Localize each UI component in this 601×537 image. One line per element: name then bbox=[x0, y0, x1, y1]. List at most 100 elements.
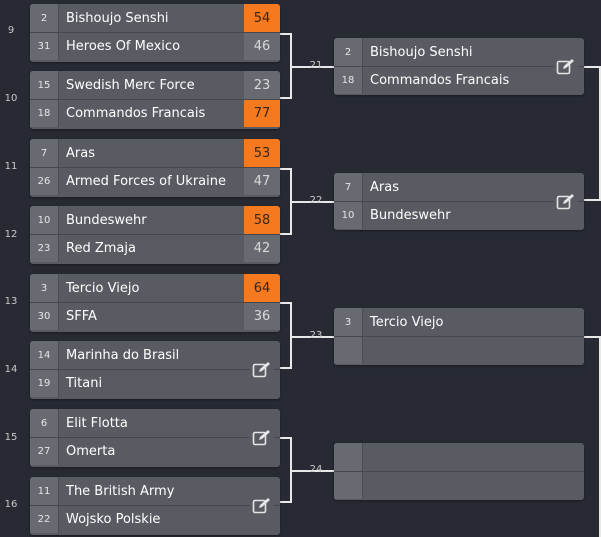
team-slot[interactable]: 11 The British Army bbox=[30, 477, 280, 505]
seed: 3 bbox=[334, 308, 363, 336]
edit-icon bbox=[556, 58, 574, 74]
seed: 26 bbox=[30, 168, 59, 195]
seed bbox=[334, 443, 363, 471]
team-slot[interactable]: 2 Bishoujo Senshi bbox=[334, 38, 584, 66]
team-slot[interactable] bbox=[334, 471, 584, 499]
score: 54 bbox=[244, 4, 280, 32]
seed bbox=[334, 337, 363, 364]
team-slot[interactable]: 3 Tercio Viejo bbox=[334, 308, 584, 336]
match-number: 14 bbox=[4, 364, 18, 375]
team-slot[interactable]: 10 Bundeswehr 58 bbox=[30, 206, 280, 234]
match-card[interactable]: 15 Swedish Merc Force 23 18 Commandos Fr… bbox=[30, 71, 280, 129]
team-name: Commandos Francais bbox=[370, 73, 510, 88]
team-name: Omerta bbox=[66, 444, 116, 459]
team-slot[interactable]: 27 Omerta bbox=[30, 437, 280, 465]
match-number: 22 bbox=[309, 195, 323, 206]
match-number: 24 bbox=[309, 464, 323, 475]
team-slot[interactable]: 6 Elit Flotta bbox=[30, 409, 280, 437]
seed: 10 bbox=[30, 206, 59, 234]
match-card[interactable]: 3 Tercio Viejo bbox=[334, 308, 584, 365]
seed: 18 bbox=[334, 67, 363, 94]
team-name: Tercio Viejo bbox=[370, 314, 444, 330]
seed: 7 bbox=[30, 139, 59, 167]
team-name: Elit Flotta bbox=[66, 415, 128, 431]
match-number: 21 bbox=[309, 60, 323, 71]
team-name: Red Zmaja bbox=[66, 241, 136, 256]
team-name: Titani bbox=[66, 376, 103, 391]
edit-match-button[interactable] bbox=[250, 359, 274, 381]
edit-match-button[interactable] bbox=[554, 190, 578, 213]
match-card[interactable]: 7 Aras 53 26 Armed Forces of Ukraine 47 bbox=[30, 139, 280, 197]
score: 53 bbox=[244, 139, 280, 167]
team-name: Aras bbox=[66, 145, 95, 161]
seed: 7 bbox=[334, 173, 363, 201]
match-number: 16 bbox=[4, 499, 18, 510]
score: 77 bbox=[244, 100, 280, 127]
seed: 10 bbox=[334, 202, 363, 229]
team-slot[interactable]: 18 Commandos Francais 77 bbox=[30, 99, 280, 127]
team-slot[interactable] bbox=[334, 336, 584, 364]
score: 47 bbox=[244, 168, 280, 195]
match-card[interactable]: 7 Aras 10 Bundeswehr bbox=[334, 173, 584, 230]
match-number: 9 bbox=[7, 25, 15, 36]
team-slot[interactable]: 7 Aras 53 bbox=[30, 139, 280, 167]
score: 58 bbox=[244, 206, 280, 234]
match-number: 12 bbox=[4, 229, 18, 240]
match-card[interactable]: 14 Marinha do Brasil 19 Titani bbox=[30, 341, 280, 399]
edit-icon bbox=[556, 193, 574, 209]
team-slot[interactable]: 7 Aras bbox=[334, 173, 584, 201]
match-card[interactable] bbox=[334, 443, 584, 500]
score: 23 bbox=[244, 71, 280, 99]
match-card[interactable]: 3 Tercio Viejo 64 30 SFFA 36 bbox=[30, 274, 280, 332]
seed: 31 bbox=[30, 33, 59, 60]
match-number: 11 bbox=[4, 161, 18, 172]
team-name: Bishoujo Senshi bbox=[370, 44, 473, 60]
seed: 18 bbox=[30, 100, 59, 127]
score: 64 bbox=[244, 274, 280, 302]
team-name: Wojsko Polskie bbox=[66, 512, 161, 527]
team-slot[interactable]: 26 Armed Forces of Ukraine 47 bbox=[30, 167, 280, 195]
score: 42 bbox=[244, 235, 280, 262]
seed: 23 bbox=[30, 235, 59, 262]
match-number: 10 bbox=[4, 93, 18, 104]
match-card[interactable]: 6 Elit Flotta 27 Omerta bbox=[30, 409, 280, 467]
team-slot[interactable]: 30 SFFA 36 bbox=[30, 302, 280, 330]
edit-icon bbox=[252, 430, 270, 446]
team-slot[interactable]: 15 Swedish Merc Force 23 bbox=[30, 71, 280, 99]
edit-match-button[interactable] bbox=[554, 55, 578, 78]
match-card[interactable]: 2 Bishoujo Senshi 54 31 Heroes Of Mexico… bbox=[30, 4, 280, 62]
team-name: Bundeswehr bbox=[66, 212, 147, 228]
match-card[interactable]: 11 The British Army 22 Wojsko Polskie bbox=[30, 477, 280, 535]
team-name: SFFA bbox=[66, 309, 97, 324]
seed: 2 bbox=[30, 4, 59, 32]
team-slot[interactable]: 10 Bundeswehr bbox=[334, 201, 584, 229]
seed: 22 bbox=[30, 506, 59, 533]
team-slot[interactable]: 14 Marinha do Brasil bbox=[30, 341, 280, 369]
edit-icon bbox=[252, 362, 270, 378]
team-name: Marinha do Brasil bbox=[66, 347, 180, 363]
team-name: Bundeswehr bbox=[370, 208, 451, 223]
team-slot[interactable]: 3 Tercio Viejo 64 bbox=[30, 274, 280, 302]
team-slot[interactable]: 23 Red Zmaja 42 bbox=[30, 234, 280, 262]
match-card[interactable]: 10 Bundeswehr 58 23 Red Zmaja 42 bbox=[30, 206, 280, 264]
seed: 6 bbox=[30, 409, 59, 437]
match-number: 23 bbox=[309, 330, 323, 341]
seed bbox=[334, 472, 363, 499]
seed: 2 bbox=[334, 38, 363, 66]
edit-match-button[interactable] bbox=[250, 495, 274, 517]
team-slot[interactable]: 22 Wojsko Polskie bbox=[30, 505, 280, 533]
edit-match-button[interactable] bbox=[250, 427, 274, 449]
seed: 14 bbox=[30, 341, 59, 369]
seed: 3 bbox=[30, 274, 59, 302]
team-slot[interactable] bbox=[334, 443, 584, 471]
team-slot[interactable]: 19 Titani bbox=[30, 369, 280, 397]
team-slot[interactable]: 2 Bishoujo Senshi 54 bbox=[30, 4, 280, 32]
match-number: 15 bbox=[4, 432, 18, 443]
team-slot[interactable]: 31 Heroes Of Mexico 46 bbox=[30, 32, 280, 60]
team-slot[interactable]: 18 Commandos Francais bbox=[334, 66, 584, 94]
team-name: Bishoujo Senshi bbox=[66, 10, 169, 26]
match-card[interactable]: 2 Bishoujo Senshi 18 Commandos Francais bbox=[334, 38, 584, 95]
score: 46 bbox=[244, 33, 280, 60]
seed: 27 bbox=[30, 438, 59, 465]
